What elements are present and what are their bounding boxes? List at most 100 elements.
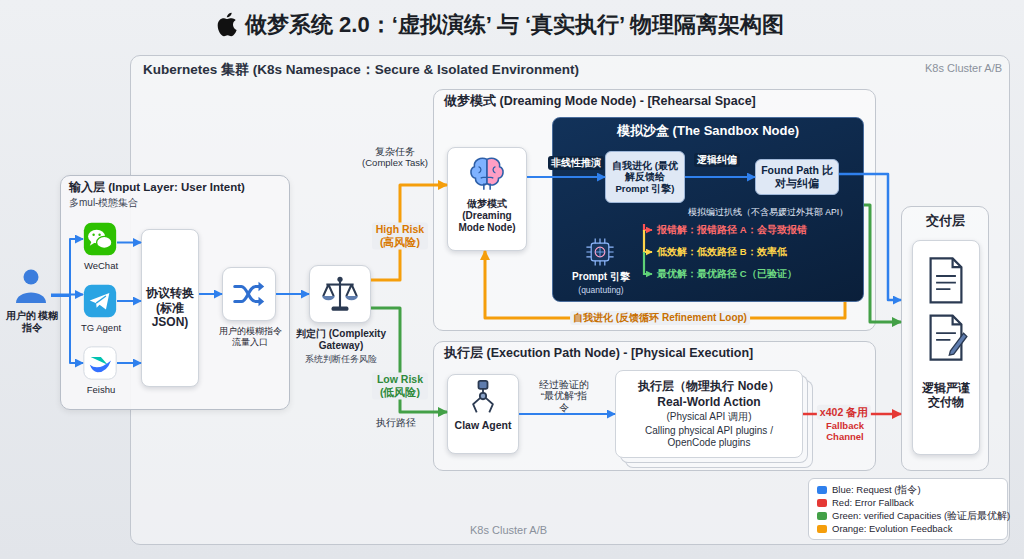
legend-text: Red: Error Fallback (832, 497, 914, 508)
legend-swatch (817, 486, 827, 494)
node-label: WeChat (77, 260, 125, 271)
deliverable-card: 逻辑严谨 交付物 (912, 240, 980, 455)
node-label: Kubernetes 集群 (K8s Namespace：Secure & Is… (143, 62, 997, 78)
node-label: Prompt 引擎 (563, 271, 639, 283)
flow-arrow (117, 242, 141, 244)
error-path-arrow (644, 224, 652, 230)
node-sublabel: Calling physical API plugins / OpenCode … (622, 425, 796, 449)
found-path-box: Found Path 比对与纠偏 (755, 159, 839, 195)
node-label: 用户的 模糊指令 (4, 310, 60, 334)
flow-arrow (117, 362, 141, 364)
slow-path-arrow (644, 230, 652, 252)
legend-row: Green: verified Capacities (验证后最优解) (817, 509, 999, 522)
node-label: 做梦模式 (Dreaming Mode Node) - [Rehearsal S… (444, 94, 865, 109)
diagram-title: 做梦系统 2.0：‘虚拟演练’ 与 ‘真实执行’ 物理隔离架构图 (245, 10, 784, 40)
tg-icon (83, 284, 117, 318)
path-result: 报错解：报错路径 A：会导致报错 (657, 224, 807, 235)
claw-agent: Claw Agent (447, 374, 519, 454)
legend-text: Blue: Request (指令) (832, 484, 921, 495)
edge-label: 经过验证的 “最优解”指令 (535, 378, 593, 414)
edge-label: 逻辑纠偏 (694, 153, 740, 167)
delivery-layer: 交付层逻辑严谨 交付物 (901, 206, 989, 471)
chip-icon (584, 236, 616, 268)
path-result: 最优解：最优路径 C（已验证） (657, 268, 797, 279)
icon-card (584, 236, 616, 268)
legend-swatch (817, 512, 827, 520)
edge-label: 非线性推演 (548, 156, 604, 170)
node-label: 执行层（物理执行 Node） (622, 379, 796, 393)
node-label: 执行层 (Execution Path Node) - [Physical Ex… (444, 346, 865, 361)
fallback-note: Fallback Channel (815, 420, 875, 443)
dreaming-mode-node: 做梦模式 (Dreaming Mode Node) (447, 147, 527, 251)
icon-card (222, 267, 276, 321)
flow-arrow (51, 294, 83, 296)
node-label: 用户的模糊指令流量入口 (215, 326, 285, 348)
user-icon (11, 265, 51, 305)
node-sublabel: 系统判断任务风险 (291, 354, 391, 365)
node-sublabel: (Physical API 调用) (622, 411, 796, 423)
node-label: 模拟沙盒 (The Sandbox Node) (561, 123, 855, 139)
prompt-engine-chip: Prompt 引擎 (quantuting) (563, 237, 639, 299)
node-label: Feishu (77, 384, 125, 395)
icon-card (83, 284, 117, 318)
edge-label: 自我进化 (反馈循环 Refinement Loop) (570, 311, 750, 325)
protocol-converter: 协议转换 (标准JSON) (141, 229, 199, 387)
flow-arrow (276, 293, 309, 295)
node-label: 输入层 (Input Layer: User Intent) (69, 181, 281, 195)
cluster-label: K8s Cluster A/B (925, 62, 1002, 75)
complexity-gateway: 判定门 (Complexity Gateway)系统判断任务风险 (291, 266, 391, 366)
flow-arrow (371, 185, 447, 280)
channel-icon: WeChat (77, 223, 125, 277)
wechat-icon (83, 222, 117, 256)
flow-arrow (864, 205, 901, 322)
legend-row: Red: Error Fallback (817, 496, 999, 509)
claw-icon (464, 379, 502, 415)
edge-label: Low Risk (低风险) (372, 372, 428, 399)
node-sublabel: (quantuting) (563, 285, 639, 295)
node-label: 协议转换 (标准JSON) (145, 286, 195, 329)
flow-arrow (685, 176, 755, 178)
channel-icon: TG Agent (77, 285, 125, 339)
branch-note: 复杂任务 (Complex Task) (358, 146, 432, 169)
flow-arrow (199, 293, 222, 295)
legend-row: Blue: Request (指令) (817, 483, 999, 496)
flow-arrow (371, 308, 447, 412)
flow-arrow (839, 174, 901, 300)
node-label: 自我进化 (最优解反馈给 Prompt 引擎) (610, 160, 680, 194)
icon-card (83, 346, 117, 380)
flow-arrow (51, 239, 83, 296)
channel-icon: Feishu (77, 347, 125, 401)
edge-label: High Risk (高风险) (372, 222, 428, 249)
legend-text: Green: verified Capacities (验证后最优解) (832, 510, 1010, 521)
physical-execution-node: 执行层（物理执行 Node） Real-World Action (Physical… (615, 370, 803, 458)
brain-icon (465, 152, 509, 194)
legend-text: Orange: Evolution Feedback (832, 523, 952, 534)
self-evolution-box: 自我进化 (最优解反馈给 Prompt 引擎) (605, 151, 685, 203)
flow-arrow (485, 251, 845, 318)
node-label: TG Agent (77, 322, 125, 333)
flow-arrow (527, 176, 605, 178)
execution-region: 执行层 (Execution Path Node) - [Physical Ex… (433, 341, 876, 471)
edge-label: x402 备用 (817, 405, 871, 420)
cluster-label: K8s Cluster A/B (470, 524, 547, 537)
flow-arrow (51, 296, 83, 363)
traffic-entry: 用户的模糊指令流量入口 (215, 268, 285, 358)
apple-logo (218, 13, 237, 36)
user-node: 用户的 模糊指令 (4, 266, 60, 350)
branch-note: 执行路径 (376, 417, 416, 428)
scale-icon (317, 273, 363, 315)
icon-card (465, 152, 509, 194)
legend-swatch (817, 525, 827, 533)
node-sublabel: Real-World Action (622, 395, 796, 409)
icon-card (83, 222, 117, 256)
icon-card (11, 265, 51, 305)
input-layer-panel: 输入层 (Input Layer: User Intent)多mul-模態集合W… (60, 175, 290, 410)
node-label: Claw Agent (451, 419, 515, 432)
flow-arrow (117, 300, 141, 302)
node-label: 逻辑严谨 交付物 (917, 381, 975, 410)
node-label: 做梦模式 (Dreaming Mode Node) (452, 198, 522, 234)
node-label: Found Path 比对与纠偏 (760, 164, 834, 189)
